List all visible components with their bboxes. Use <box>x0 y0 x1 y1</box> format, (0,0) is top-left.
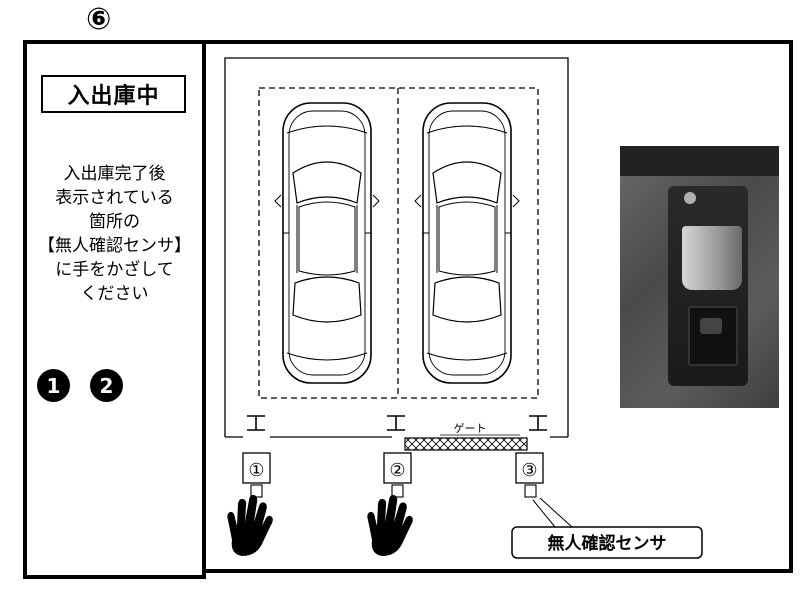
sensor-callout: 無人確認センサ <box>548 533 667 554</box>
instruction-panel: 入出庫中 入出庫完了後 表示されている 箇所の 【無人確認センサ】 に手をかざし… <box>23 40 206 579</box>
hand-icon-1 <box>227 494 273 556</box>
badge-2: 2 <box>90 369 123 402</box>
svg-text:①: ① <box>248 460 264 481</box>
sensor-callout-box <box>511 526 703 559</box>
car-space <box>258 87 539 399</box>
parking-outline <box>224 57 569 437</box>
car-icon-left <box>274 102 380 384</box>
gate-bar <box>404 437 528 451</box>
gate-label: ゲート <box>454 422 487 435</box>
post-1 <box>246 415 266 431</box>
svg-text:③: ③ <box>521 460 537 481</box>
sensor-photo <box>620 146 779 408</box>
hand-icon-2 <box>367 494 413 556</box>
car-icon-right <box>414 102 520 384</box>
sensor-1: ① <box>242 452 271 498</box>
status-label: 入出庫中 <box>41 75 186 113</box>
svg-text:②: ② <box>389 460 405 481</box>
sensor-2: ② <box>383 452 412 498</box>
instruction-text: 入出庫完了後 表示されている 箇所の 【無人確認センサ】 に手をかざして くださ… <box>38 164 191 304</box>
badge-1: 1 <box>37 369 70 402</box>
sensor-3: ③ <box>515 452 544 498</box>
post-2 <box>386 415 406 431</box>
post-3 <box>528 415 548 431</box>
step-number: ⑥ <box>86 2 112 37</box>
